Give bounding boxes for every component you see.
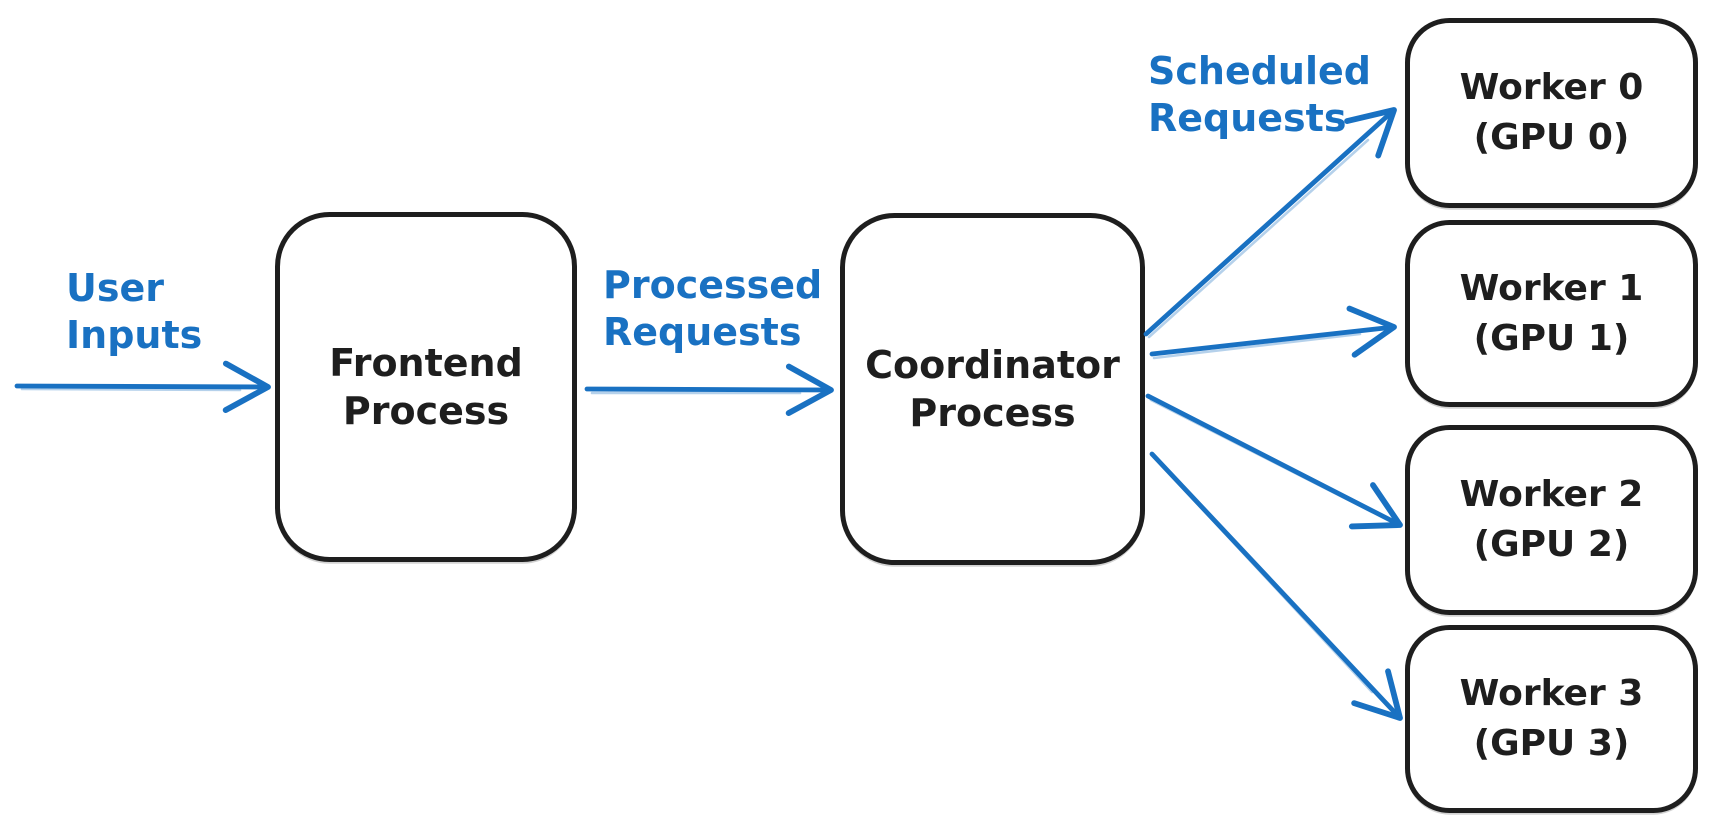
user-inputs-arrow [14,360,271,413]
scheduled-arrow-1-sketch [1152,332,1362,360]
processed-requests-label-line1: Processed [603,263,823,307]
node-boxes [275,18,1698,815]
worker-0-label: Worker 0 (GPU 0) [1405,18,1698,208]
edge-arrows [14,107,1403,721]
coordinator-label-line1: Coordinator [865,343,1120,387]
processed-requests-arrow [584,363,834,416]
worker-3-box [1405,625,1698,813]
worker-0-box [1405,18,1698,208]
coordinator-label-line2: Process [909,391,1076,435]
processed-requests-label: Processed Requests [603,262,822,356]
scheduled-arrow-3 [1149,451,1403,721]
worker-2-label-line1: Worker 2 [1459,474,1644,515]
scheduled-requests-label: Scheduled Requests [1148,48,1371,142]
scheduled-arrow-2 [1145,393,1403,530]
frontend-process-label: Frontend Process [275,212,577,562]
scheduled-requests-label-line2: Requests [1148,96,1347,140]
scheduled-arrow-0-sketch [1147,138,1370,339]
worker-3-label-line1: Worker 3 [1459,673,1644,714]
coordinator-process-label: Coordinator Process [840,213,1145,565]
frontend-label-line2: Process [342,389,510,433]
worker-2-label-line2: (GPU 2) [1473,524,1630,565]
processed-requests-label-line2: Requests [603,310,802,354]
scheduled-arrow-0 [1143,107,1397,337]
worker-2-box [1405,425,1698,615]
worker-1-box [1405,220,1698,407]
worker-3-label: Worker 3 (GPU 3) [1405,625,1698,813]
user-inputs-label: User Inputs [66,265,202,359]
coordinator-process-box [840,213,1145,565]
scheduled-requests-label-line1: Scheduled [1148,49,1371,93]
user-inputs-label-line1: User [66,266,164,310]
worker-1-label: Worker 1 (GPU 1) [1405,220,1698,407]
worker-1-label-line2: (GPU 1) [1473,317,1630,359]
user-inputs-arrow-sketch [20,387,242,392]
worker-2-label: Worker 2 (GPU 2) [1405,425,1698,615]
scheduled-arrow-1 [1149,305,1397,358]
worker-0-label-line2: (GPU 0) [1473,117,1630,158]
worker-3-label-line2: (GPU 3) [1473,723,1630,764]
frontend-process-box [275,212,577,562]
frontend-label-line1: Frontend [329,341,523,385]
user-inputs-label-line2: Inputs [66,313,203,357]
worker-0-label-line1: Worker 0 [1459,67,1644,108]
worker-1-label-line1: Worker 1 [1459,267,1644,309]
